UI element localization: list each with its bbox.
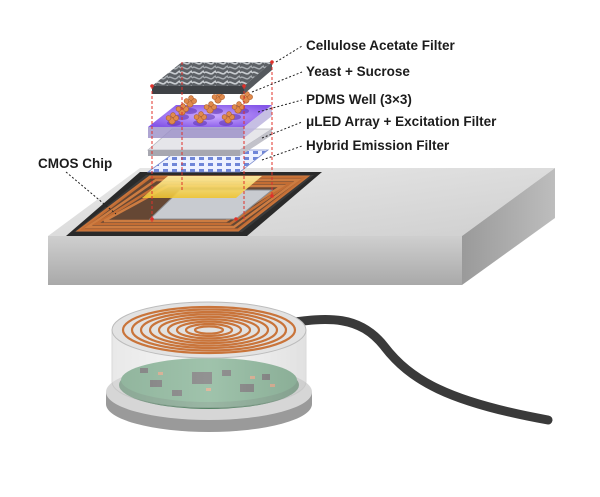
- label-yeast-sucrose: Yeast + Sucrose: [306, 64, 410, 79]
- label-pdms-well: PDMS Well (3×3): [306, 92, 412, 107]
- label-hybrid-emission-filter: Hybrid Emission Filter: [306, 138, 450, 153]
- label-cellulose-filter: Cellulose Acetate Filter: [306, 38, 456, 53]
- label-uled-array: μLED Array + Excitation Filter: [306, 114, 497, 129]
- emission-glow: [142, 176, 262, 198]
- cellulose-filter-layer: [152, 62, 272, 94]
- guide-dots: [150, 60, 274, 221]
- slab-side: [462, 168, 555, 285]
- yeast-cluster-icon: [165, 91, 253, 125]
- leader-lines: [65, 45, 303, 215]
- device-top-cap: [111, 301, 307, 359]
- slab-front: [48, 236, 462, 285]
- spiral-coil-icon: [121, 305, 297, 355]
- device-cable: [277, 315, 553, 425]
- label-cmos-chip: CMOS Chip: [38, 156, 112, 171]
